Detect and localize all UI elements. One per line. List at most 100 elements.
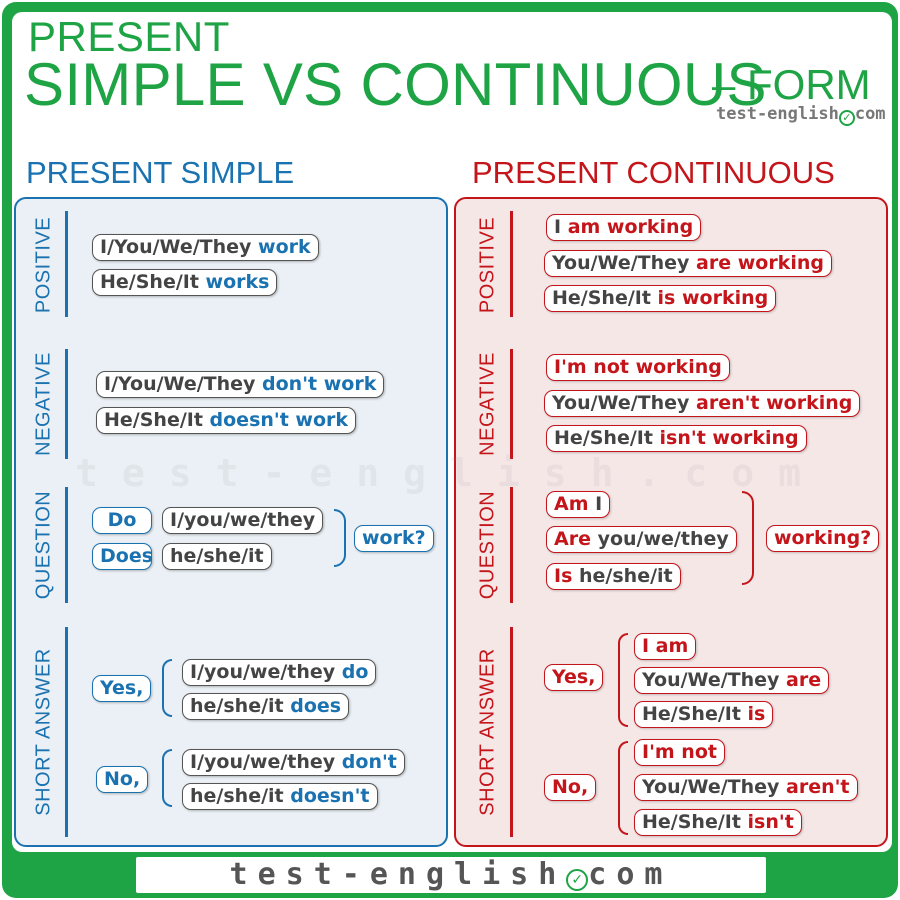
subject-text: he/she/it	[579, 565, 673, 587]
short-yes-pill-1: I/you/we/they do	[182, 659, 377, 686]
aux-text: Is	[554, 565, 579, 587]
cont-short-no-pill-2: You/We/They aren't	[634, 774, 858, 801]
brace	[618, 741, 628, 835]
label-short-answer: SHORT ANSWER	[476, 648, 499, 816]
label-positive: POSITIVE	[476, 216, 499, 314]
short-yes-pill-2: he/she/it does	[182, 693, 350, 720]
cont-negative-pill-1: I'm not working	[546, 354, 730, 381]
label-question: QUESTION	[476, 490, 499, 600]
present-continuous-heading: PRESENT CONTINUOUS	[472, 155, 835, 190]
subject-text: You/We/They	[642, 776, 787, 798]
cont-short-no-pill-3: He/She/It isn't	[634, 809, 802, 836]
aux-text: Are	[554, 528, 598, 550]
present-simple-heading: PRESENT SIMPLE	[26, 155, 295, 190]
subject-text: I/you/we/they	[190, 661, 342, 683]
subject-text: I'm not	[642, 741, 717, 763]
section-divider	[65, 487, 68, 603]
subject-text: He/She/It	[100, 271, 206, 293]
check-icon: ✓	[838, 110, 855, 126]
section-divider	[510, 211, 513, 317]
subject-text: he/she/it	[190, 695, 291, 717]
section-divider	[65, 627, 68, 837]
subject-text: He/She/It	[642, 811, 748, 833]
verb-text: doesn't	[290, 785, 370, 807]
verb-text: isn't	[747, 811, 794, 833]
label-negative: NEGATIVE	[476, 352, 499, 456]
section-divider	[510, 487, 513, 603]
verb-text: is	[747, 703, 766, 725]
short-no-pill-1: I/you/we/they don't	[182, 749, 405, 776]
site-logo-tld: com	[854, 104, 886, 124]
subject-text: You/We/They	[552, 252, 697, 274]
simple-negative-pill-1: I/You/We/They don't work	[96, 371, 385, 398]
aux-text: Am	[554, 493, 596, 515]
subject-text: I am	[642, 635, 689, 657]
subject-text: I	[595, 493, 603, 515]
cont-no-pill: No,	[544, 774, 597, 801]
cont-question-verb-pill: working?	[766, 525, 880, 552]
cont-negative-pill-3: He/She/It isn't working	[546, 425, 807, 452]
title-line-2: SIMPLE VS CONTINUOUS	[24, 51, 767, 118]
simple-positive-pill-2: He/She/It works	[92, 269, 278, 296]
cont-question-pill-3: Is he/she/it	[546, 563, 681, 590]
aux-do-pill: Do	[92, 507, 152, 534]
question-subject-pill-2: he/she/it	[162, 543, 272, 570]
subject-text: He/She/It	[552, 287, 658, 309]
cont-yes-pill: Yes,	[544, 664, 604, 691]
brace	[162, 749, 172, 807]
cont-positive-pill-1: I am working	[546, 214, 702, 241]
footer-logo-tld: com	[588, 857, 673, 892]
label-short-answer: SHORT ANSWER	[32, 648, 55, 816]
check-icon: ✓	[566, 869, 589, 891]
subject-text: I/you/we/they	[190, 751, 342, 773]
cont-question-pill-1: Am I	[546, 491, 611, 518]
label-negative: NEGATIVE	[32, 352, 55, 456]
verb-text: am working	[567, 216, 694, 238]
simple-positive-pill-1: I/You/We/They work	[92, 234, 319, 261]
question-verb-pill: work?	[354, 525, 434, 552]
verb-text: do	[341, 661, 369, 683]
verb-text: is working	[657, 287, 769, 309]
verb-text: does	[290, 695, 342, 717]
present-continuous-panel: POSITIVE I am working You/We/They are wo…	[454, 197, 888, 847]
subject-text: I/You/We/They	[100, 236, 259, 258]
subject-text: he/she/it	[190, 785, 291, 807]
section-divider	[510, 349, 513, 459]
simple-negative-pill-2: He/She/It doesn't work	[96, 407, 357, 434]
title-line-1: PRESENT	[28, 13, 230, 60]
question-subject-pill-1: I/you/we/they	[162, 507, 324, 534]
subject-text: He/She/It	[642, 703, 748, 725]
site-logo-top: test-english✓com	[716, 104, 886, 126]
section-divider	[65, 211, 68, 317]
cont-short-yes-pill-3: He/She/It is	[634, 701, 774, 728]
present-simple-panel: POSITIVE I/You/We/They work He/She/It wo…	[14, 197, 448, 847]
footer-logo: test-english✓com	[136, 857, 766, 893]
aux-does-pill: Does	[92, 543, 153, 570]
subject-text: I/You/We/They	[104, 373, 263, 395]
brace	[618, 633, 628, 727]
title-suffix: – FORM	[712, 61, 871, 108]
cont-short-yes-pill-1: I am	[634, 633, 697, 660]
cont-positive-pill-3: He/She/It is working	[544, 285, 777, 312]
brace	[334, 509, 346, 567]
subject-text: I	[554, 216, 568, 238]
cont-negative-pill-2: You/We/They aren't working	[544, 390, 861, 417]
subject-text: you/we/they	[597, 528, 729, 550]
site-logo-name: test-english	[716, 104, 839, 124]
verb-text: are working	[696, 252, 824, 274]
footer-logo-name: test-english	[229, 857, 567, 892]
verb-text: aren't working	[696, 392, 853, 414]
verb-text: doesn't work	[209, 409, 349, 431]
cont-short-no-pill-1: I'm not	[634, 739, 725, 766]
no-pill: No,	[96, 766, 149, 793]
section-divider	[65, 349, 68, 459]
verb-text: works	[205, 271, 270, 293]
subject-text: You/We/They	[552, 392, 697, 414]
label-question: QUESTION	[32, 490, 55, 600]
brace	[742, 491, 754, 585]
subject-text: He/She/It	[554, 427, 660, 449]
verb-text: isn't working	[659, 427, 799, 449]
yes-pill: Yes,	[92, 675, 152, 702]
label-positive: POSITIVE	[32, 216, 55, 314]
verb-text: don't work	[262, 373, 377, 395]
